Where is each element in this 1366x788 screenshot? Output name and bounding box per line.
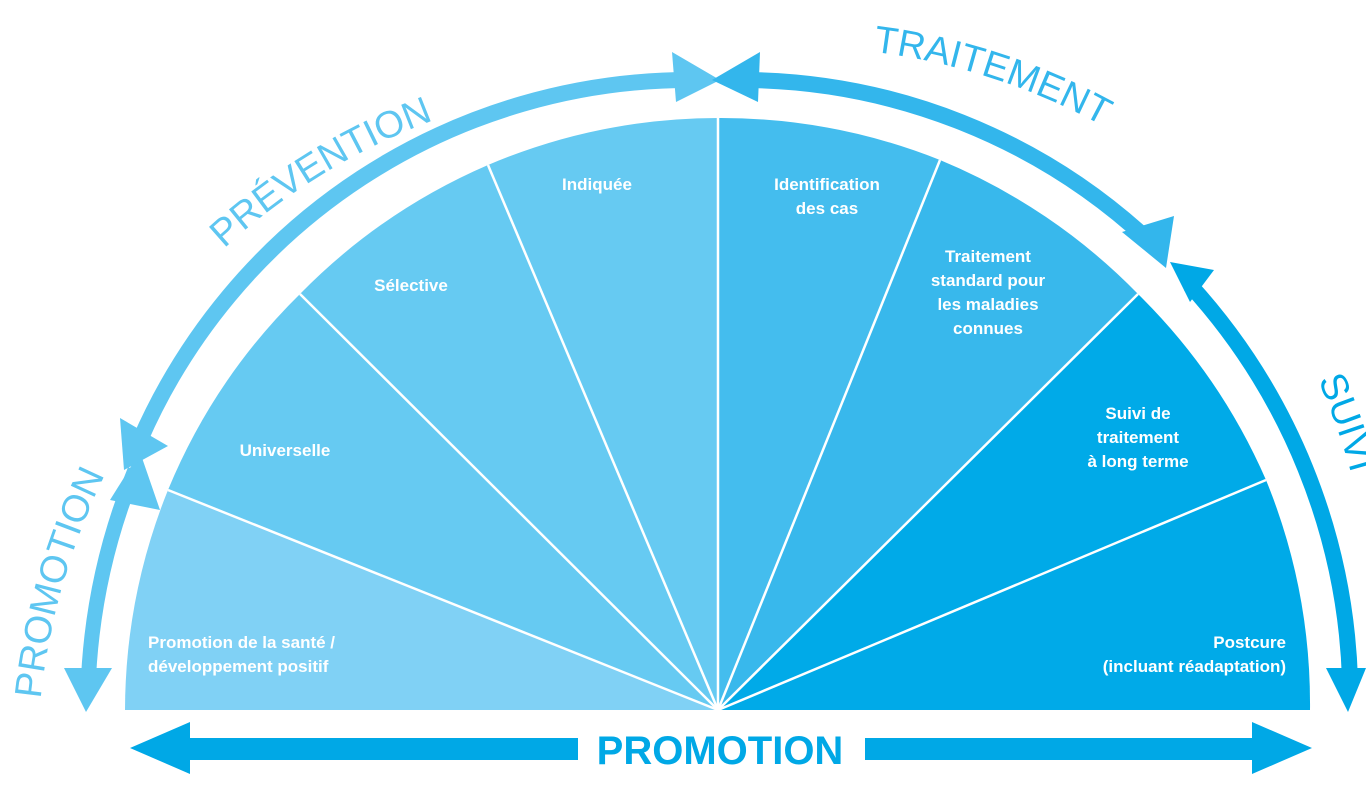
- segment-label-line: Postcure: [1213, 633, 1286, 652]
- bottom-arrow-left-head: [130, 722, 190, 774]
- segment-identification: [718, 117, 940, 711]
- arrowhead-traitement-right: [1122, 216, 1174, 268]
- segment-label-line: Traitement: [945, 247, 1031, 266]
- segment-label-suivi: Suivi de traitement à long terme: [1087, 404, 1188, 471]
- segment-label-line: à long terme: [1087, 452, 1188, 471]
- segment-divider: [167, 488, 719, 712]
- segment-selective: [300, 165, 718, 710]
- bottom-arrow-left-bar: [188, 738, 578, 760]
- arrowhead-promotion-down: [64, 668, 112, 712]
- segment-label-postcure: Postcure (incluant réadaptation): [1103, 633, 1286, 676]
- arrowhead-suivi-up: [1170, 262, 1214, 302]
- semicircle-segments: [100, 117, 1340, 731]
- segment-label-line: Universelle: [240, 441, 331, 460]
- segment-universelle: [168, 294, 718, 710]
- segment-label-traitement-standard: Traitement standard pour les maladies connu…: [931, 247, 1046, 338]
- arrowhead-promotion-up: [110, 452, 160, 510]
- outer-arcs: [64, 52, 1366, 712]
- arc-label-traitement: TRAITEMENT: [872, 19, 1118, 134]
- arc-band-traitement: [744, 72, 1154, 246]
- segment-divider: [717, 293, 1139, 711]
- segment-label-selective: Sélective: [374, 276, 448, 295]
- segment-label-indiquee: Indiquée: [562, 175, 632, 194]
- segment-traitement-standard: [718, 160, 1138, 710]
- segment-label-line: Promotion de la santé /: [148, 633, 335, 652]
- segment-postcure: [718, 480, 1311, 710]
- segment-divider: [486, 164, 720, 711]
- segment-divider: [299, 293, 719, 711]
- baseline-mask: [100, 711, 1340, 731]
- segment-label-line: les maladies: [937, 295, 1038, 314]
- segment-promotion-sante: [125, 490, 718, 710]
- segment-label-line: Suivi de: [1105, 404, 1170, 423]
- segment-label-line: connues: [953, 319, 1023, 338]
- arc-band-suivi: [1184, 279, 1358, 681]
- bottom-promotion-arrow: PROMOTION: [130, 722, 1312, 774]
- arc-band-prevention: [132, 72, 691, 444]
- segment-suivi: [718, 294, 1266, 710]
- arrowhead-prevention-right: [672, 52, 720, 102]
- arrowhead-prevention-left: [120, 418, 168, 470]
- segment-label-identification: Identification des cas: [774, 175, 880, 218]
- bottom-arrow-right-head: [1252, 722, 1312, 774]
- bottom-label: PROMOTION: [597, 729, 844, 773]
- segment-label-line: traitement: [1097, 428, 1180, 447]
- segment-label-line: Indiquée: [562, 175, 632, 194]
- segment-label-line: standard pour: [931, 271, 1046, 290]
- segment-divider: [716, 159, 942, 711]
- arrowhead-traitement-left: [712, 52, 760, 102]
- arc-label-suivi: SUIVI: [1310, 367, 1366, 476]
- segment-label-line: développement positif: [148, 657, 329, 676]
- segment-indiquee: [488, 118, 718, 710]
- segment-labels: Promotion de la santé / développement pos…: [148, 175, 1286, 676]
- segment-label-line: Identification: [774, 175, 880, 194]
- segment-label-line: des cas: [796, 199, 858, 218]
- segment-label-universelle: Universelle: [240, 441, 331, 460]
- bottom-arrow-right-bar: [865, 738, 1255, 760]
- segment-divider: [717, 478, 1267, 712]
- segment-label-line: (incluant réadaptation): [1103, 657, 1286, 676]
- segment-label-line: Sélective: [374, 276, 448, 295]
- arrowhead-suivi-down: [1326, 668, 1366, 712]
- segment-label-promotion-sante: Promotion de la santé / développement pos…: [148, 633, 335, 676]
